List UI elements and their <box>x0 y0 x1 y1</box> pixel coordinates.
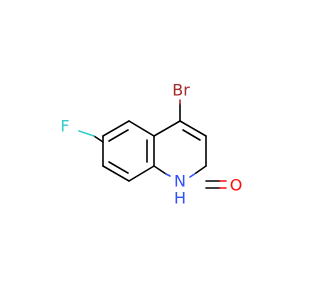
atom-h-label: H <box>174 189 186 208</box>
bond-c2-o <box>205 180 227 189</box>
bond-c4a-c5 <box>128 120 155 137</box>
molecule-diagram: Br F O N H <box>60 81 243 208</box>
bond-n1-c8a <box>153 165 171 177</box>
bond-c4-c3-inner <box>182 129 201 141</box>
bond-c4-c3 <box>179 120 207 137</box>
structure-canvas: Br F O N H <box>60 80 243 208</box>
atom-br-label: Br <box>172 81 190 100</box>
bond-c6-f <box>78 130 104 143</box>
bond-c5-c6-inner <box>108 129 129 142</box>
atom-o-label: O <box>230 176 243 195</box>
bond-c8-c8a <box>128 165 155 182</box>
bond-c4-c4a <box>153 120 181 137</box>
atom-n-label: N <box>174 172 186 191</box>
bond-n1-c2 <box>189 165 207 178</box>
bond-c5-c6 <box>102 120 130 137</box>
bond-c7-c8 <box>102 165 130 182</box>
bond-c7-c8-inner <box>108 161 129 174</box>
atom-f-label: F <box>60 117 69 136</box>
